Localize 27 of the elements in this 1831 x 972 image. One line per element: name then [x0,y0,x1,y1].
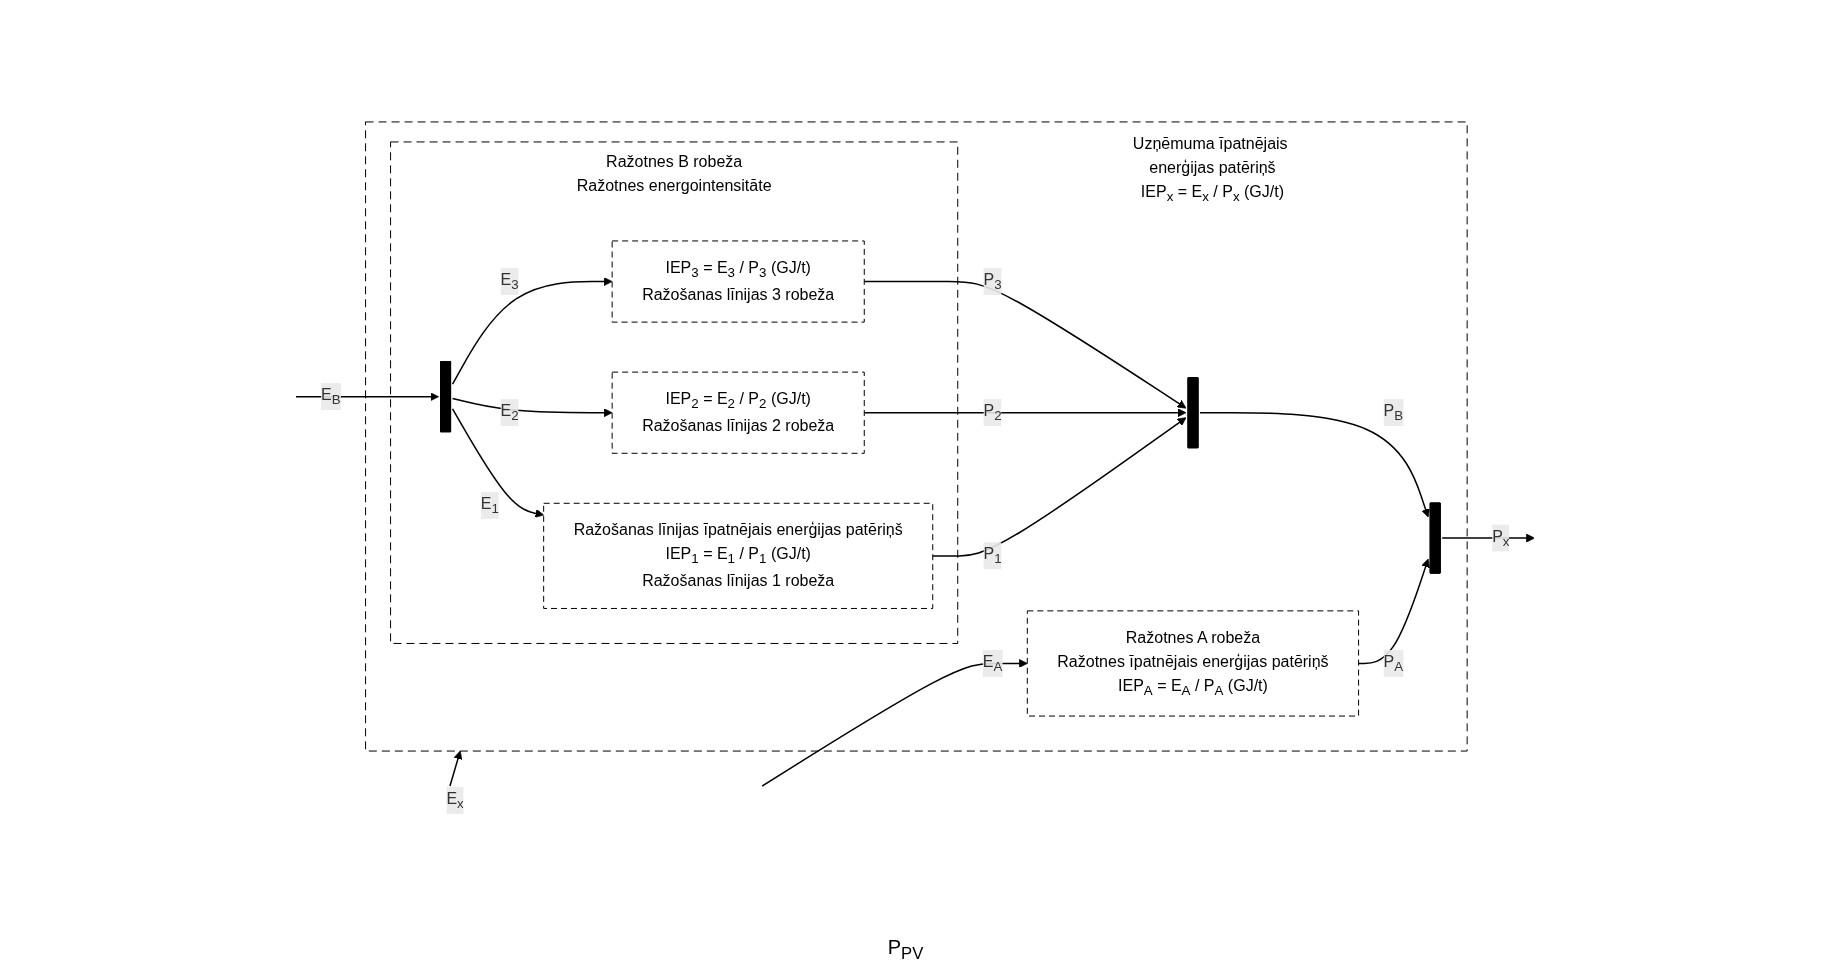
node-box: IEP$_{3}$ = E$_{3}$ / P$_{3}$ (GJ/t) Ražošanas līnijas 3 robeža [611,240,865,323]
edge-label: P$_{2}$ [983,402,1002,424]
flow-label: P$_{PV}$ [887,936,924,958]
edge-label: P$_{A}$ [1383,652,1404,675]
arrow [1199,411,1431,518]
arrow [449,750,463,787]
edge-label: E$_{1}$ [480,494,500,517]
edge-label: E$_{3}$ [500,270,519,293]
edge-label: P$_{3}$ [983,270,1002,293]
arrow [452,277,613,385]
arrow [1358,558,1431,665]
arrow [295,392,440,402]
edge-label: P$_{x}$ [1492,527,1510,549]
arrow [932,417,1187,557]
edge-label: E$_{B}$ [321,386,341,408]
edge-label: E$_{A}$ [982,652,1003,675]
edge-label: E$_{x}$ [446,789,465,812]
edge-label: E$_{2}$ [500,402,519,424]
arrow [863,408,1187,418]
node-box: IEP$_{2}$ = E$_{2}$ / P$_{2}$ (GJ/t) Ražošanas līnijas 2 robeža [611,371,865,454]
edge-label: P$_{B}$ [1383,402,1404,424]
node-box: Ražošanas līnijas īpatnējais enerģijas patēriņš IEP$_{1}$ = E$_{1}$ / P$_{1}$ (GJ/t) Ražošanas līnijas 1 robeža [543,502,934,609]
edge-label: P$_{1}$ [983,545,1002,567]
arrow [863,280,1187,409]
node-box: Ražotnes A robeža Ražotnes īpatnējais enerģijas patēriņš IEP$_{A}$ = E$_{A}$ / P$_{A}$ (GJ/t) [1027,610,1360,717]
arrow [452,408,545,518]
arrow [761,659,1028,787]
